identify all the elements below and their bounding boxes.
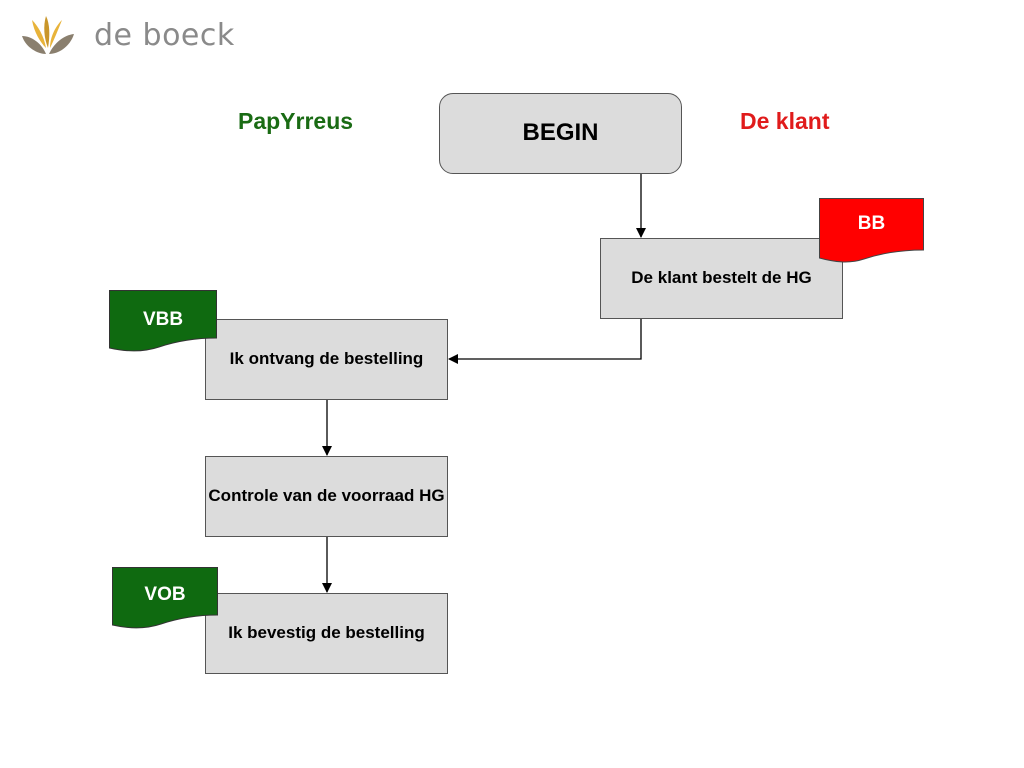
brand-name: de boeck [94, 18, 235, 53]
document-vbb-label: VBB [142, 309, 184, 330]
lane-title-de-klant: De klant [740, 108, 830, 134]
document-vbb: VBB [109, 290, 217, 354]
document-vbb-shape [109, 290, 217, 352]
document-bb-label: BB [857, 213, 886, 234]
step-ontvang-bestelling: Ik ontvang de bestelling [205, 319, 448, 400]
step-klant-bestelt: De klant bestelt de HG [600, 238, 843, 319]
lane-title-papyrreus: PapYrreus [238, 108, 354, 134]
document-vob: VOB [112, 567, 218, 631]
document-vob-shape [112, 567, 218, 629]
document-vob-label: VOB [144, 584, 186, 605]
step-controle-voorraad: Controle van de voorraad HG [205, 456, 448, 537]
de-boeck-logo: de boeck [16, 14, 236, 62]
step-bevestig-bestelling: Ik bevestig de bestelling [205, 593, 448, 674]
arrow-step1-to-step2 [448, 319, 642, 364]
leaf-logo-icon [22, 16, 74, 54]
document-bb-shape [819, 198, 924, 263]
begin-node: BEGIN [439, 93, 682, 174]
document-bb: BB [819, 198, 924, 264]
